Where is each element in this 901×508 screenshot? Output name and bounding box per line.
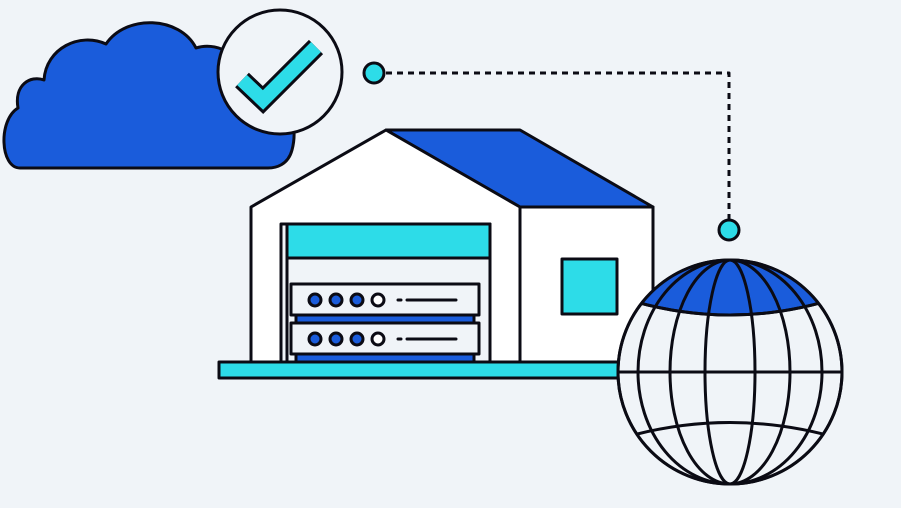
checkmark-icon: [216, 8, 344, 136]
connection-line-icon: [362, 61, 741, 242]
server-rack-icon: [289, 282, 481, 364]
globe-icon: [616, 258, 844, 486]
window: [560, 257, 619, 316]
ground-platform: [217, 360, 632, 380]
garage-door: [285, 222, 492, 260]
